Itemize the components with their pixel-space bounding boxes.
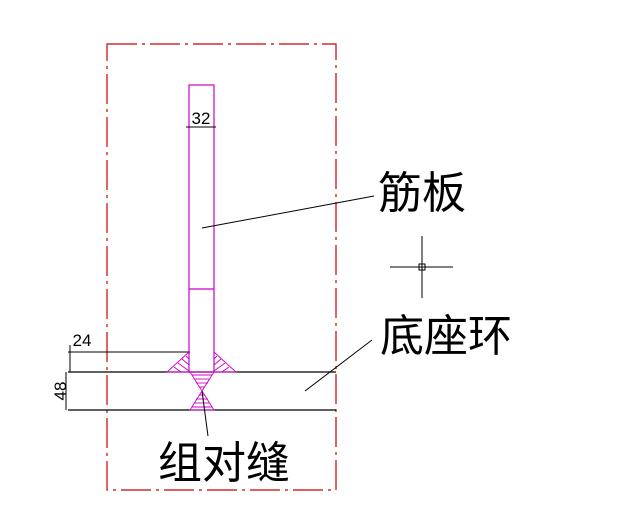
offset-dimension-label: 24	[73, 331, 92, 350]
weld-seam-label: 组对缝	[158, 438, 290, 489]
rib-plate-label: 筋板	[378, 168, 466, 219]
base-ring-label: 底座环	[380, 311, 512, 362]
offset-dimension	[68, 345, 190, 372]
rib-width-dimension: 32	[192, 109, 211, 128]
leader-lines	[201, 195, 375, 437]
thickness-dimension-label: 48	[51, 382, 70, 401]
rib-plate	[188, 84, 215, 373]
cursor-crosshair-icon	[390, 236, 453, 298]
boundary-frame	[106, 43, 337, 491]
weld-hatch	[165, 350, 238, 411]
